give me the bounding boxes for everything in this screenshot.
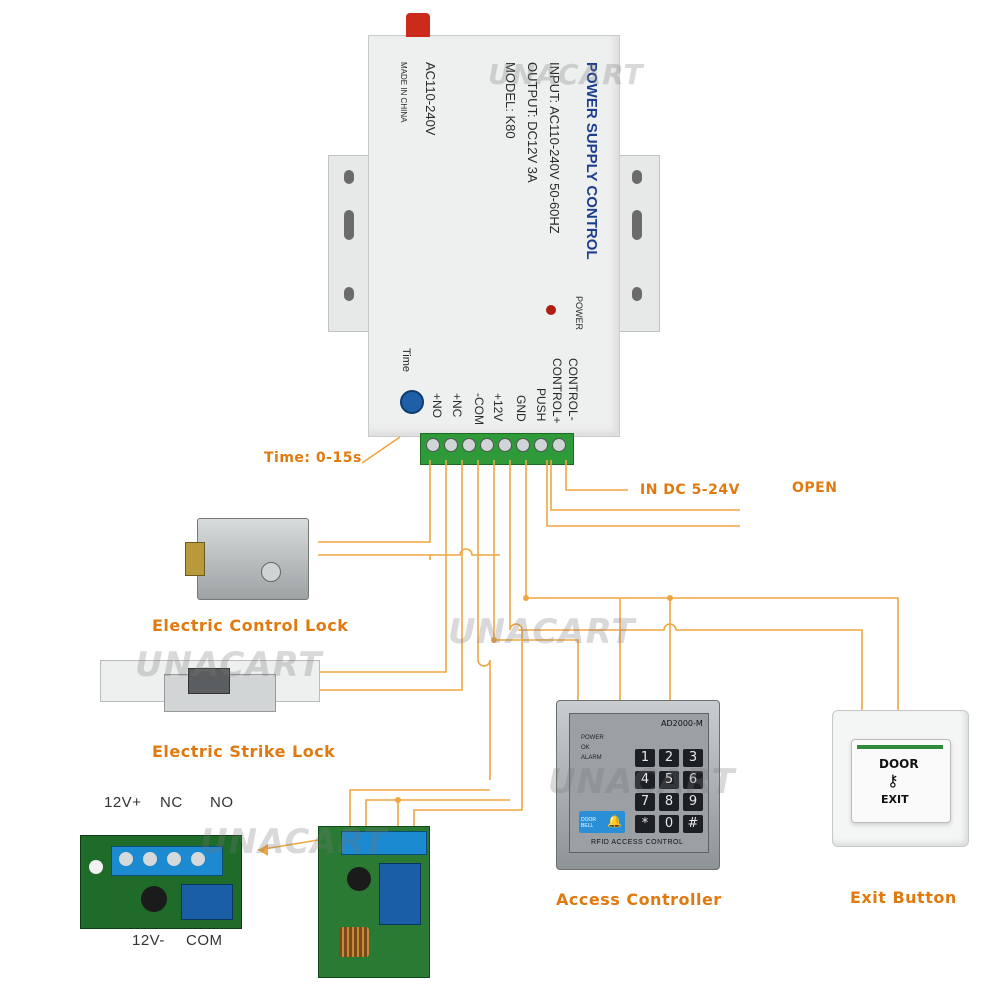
exit-button[interactable] <box>851 739 951 823</box>
mount-hole <box>344 170 354 184</box>
relay-led <box>89 860 103 874</box>
relay-label-nc: NC <box>160 794 183 811</box>
mount-hole <box>344 210 354 240</box>
mount-hole <box>344 287 354 301</box>
watermark: UNACART <box>548 762 736 802</box>
electric-control-lock <box>185 518 317 600</box>
keypad-key[interactable]: 6 <box>683 771 703 789</box>
terminal-screw <box>516 438 530 452</box>
relay-screw <box>119 852 133 866</box>
watermark: UNACART <box>488 58 644 91</box>
terminal-screw <box>462 438 476 452</box>
antenna-coil <box>339 927 369 957</box>
relay-label-com: COM <box>186 932 223 949</box>
doorbell-button[interactable] <box>579 811 625 833</box>
keypad-key[interactable]: 4 <box>635 771 655 789</box>
doorbell-label: DOOR BELL <box>581 817 596 829</box>
mount-hole <box>632 170 642 184</box>
lock-key-hole <box>261 562 281 582</box>
psu-body <box>368 35 620 437</box>
terminal-screw <box>426 438 440 452</box>
electric-strike-lock-label: Electric Strike Lock <box>152 742 336 761</box>
exit-button-label: Exit Button <box>850 888 957 907</box>
lock-body <box>197 518 309 600</box>
receiver-terminal-block <box>341 831 427 855</box>
relay-screw <box>191 852 205 866</box>
relay-screw <box>167 852 181 866</box>
electric-control-lock-label: Electric Control Lock <box>152 616 349 635</box>
time-range-label: Time: 0-15s <box>264 450 362 466</box>
lock-cylinder <box>185 542 205 576</box>
exit-button-device: DOOR ⚷ EXIT <box>832 710 969 847</box>
bell-icon: 🔔 <box>607 814 622 828</box>
keypad-led-label: ALARM <box>581 755 602 761</box>
keypad-key[interactable]: * <box>635 815 655 833</box>
key-icon: ⚷ <box>887 773 899 790</box>
keypad-key[interactable]: 9 <box>683 793 703 811</box>
receiver-capacitor <box>347 867 371 891</box>
mount-hole <box>632 287 642 301</box>
mount-hole <box>632 210 642 240</box>
exit-door-text: DOOR <box>879 757 919 771</box>
relay-label-no: NO <box>210 794 234 811</box>
relay-capacitor <box>141 886 167 912</box>
keypad-key[interactable]: 8 <box>659 793 679 811</box>
open-label: OPEN <box>792 480 838 496</box>
watermark: UNACART <box>448 612 636 652</box>
receiver-relay <box>379 863 421 925</box>
exit-button-bar <box>857 745 943 749</box>
power-supply-unit <box>328 13 660 437</box>
relay-label-12v-plus: 12V+ <box>104 794 142 811</box>
keypad-key[interactable]: 7 <box>635 793 655 811</box>
terminal-screw <box>498 438 512 452</box>
keypad-key[interactable]: 3 <box>683 749 703 767</box>
terminal-screw <box>552 438 566 452</box>
keypad-key[interactable]: # <box>683 815 703 833</box>
in-dc-label: IN DC 5-24V <box>640 482 740 498</box>
time-knob[interactable] <box>400 390 424 414</box>
receiver-module <box>318 826 430 978</box>
mount-ear-left <box>328 155 370 332</box>
access-controller: AD2000-M POWER OK ALARM 1 2 3 4 5 6 7 8 … <box>556 700 720 870</box>
electric-strike-lock <box>100 656 320 712</box>
exit-exit-text: EXIT <box>881 793 909 806</box>
strike-keeper <box>188 668 230 694</box>
relay-module <box>80 835 242 929</box>
terminal-screw <box>444 438 458 452</box>
relay-screw <box>143 852 157 866</box>
antenna-cap <box>406 13 430 37</box>
watermark: UNACART <box>200 822 388 862</box>
keypad-key[interactable]: 2 <box>659 749 679 767</box>
relay-component <box>181 884 233 920</box>
relay-label-12v-minus: 12V- <box>132 932 165 949</box>
keypad-key[interactable]: 1 <box>635 749 655 767</box>
keypad-key[interactable]: 0 <box>659 815 679 833</box>
keypad-key[interactable]: 5 <box>659 771 679 789</box>
keypad-footer: RFID ACCESS CONTROL <box>591 839 684 846</box>
power-led <box>546 305 556 315</box>
access-controller-label: Access Controller <box>556 890 722 909</box>
terminal-screw <box>534 438 548 452</box>
keypad-led-label: OK <box>581 745 590 751</box>
watermark: UNACART <box>135 645 323 685</box>
keypad-led-label: POWER <box>581 735 604 741</box>
keypad-model: AD2000-M <box>661 719 703 728</box>
terminal-screw <box>480 438 494 452</box>
